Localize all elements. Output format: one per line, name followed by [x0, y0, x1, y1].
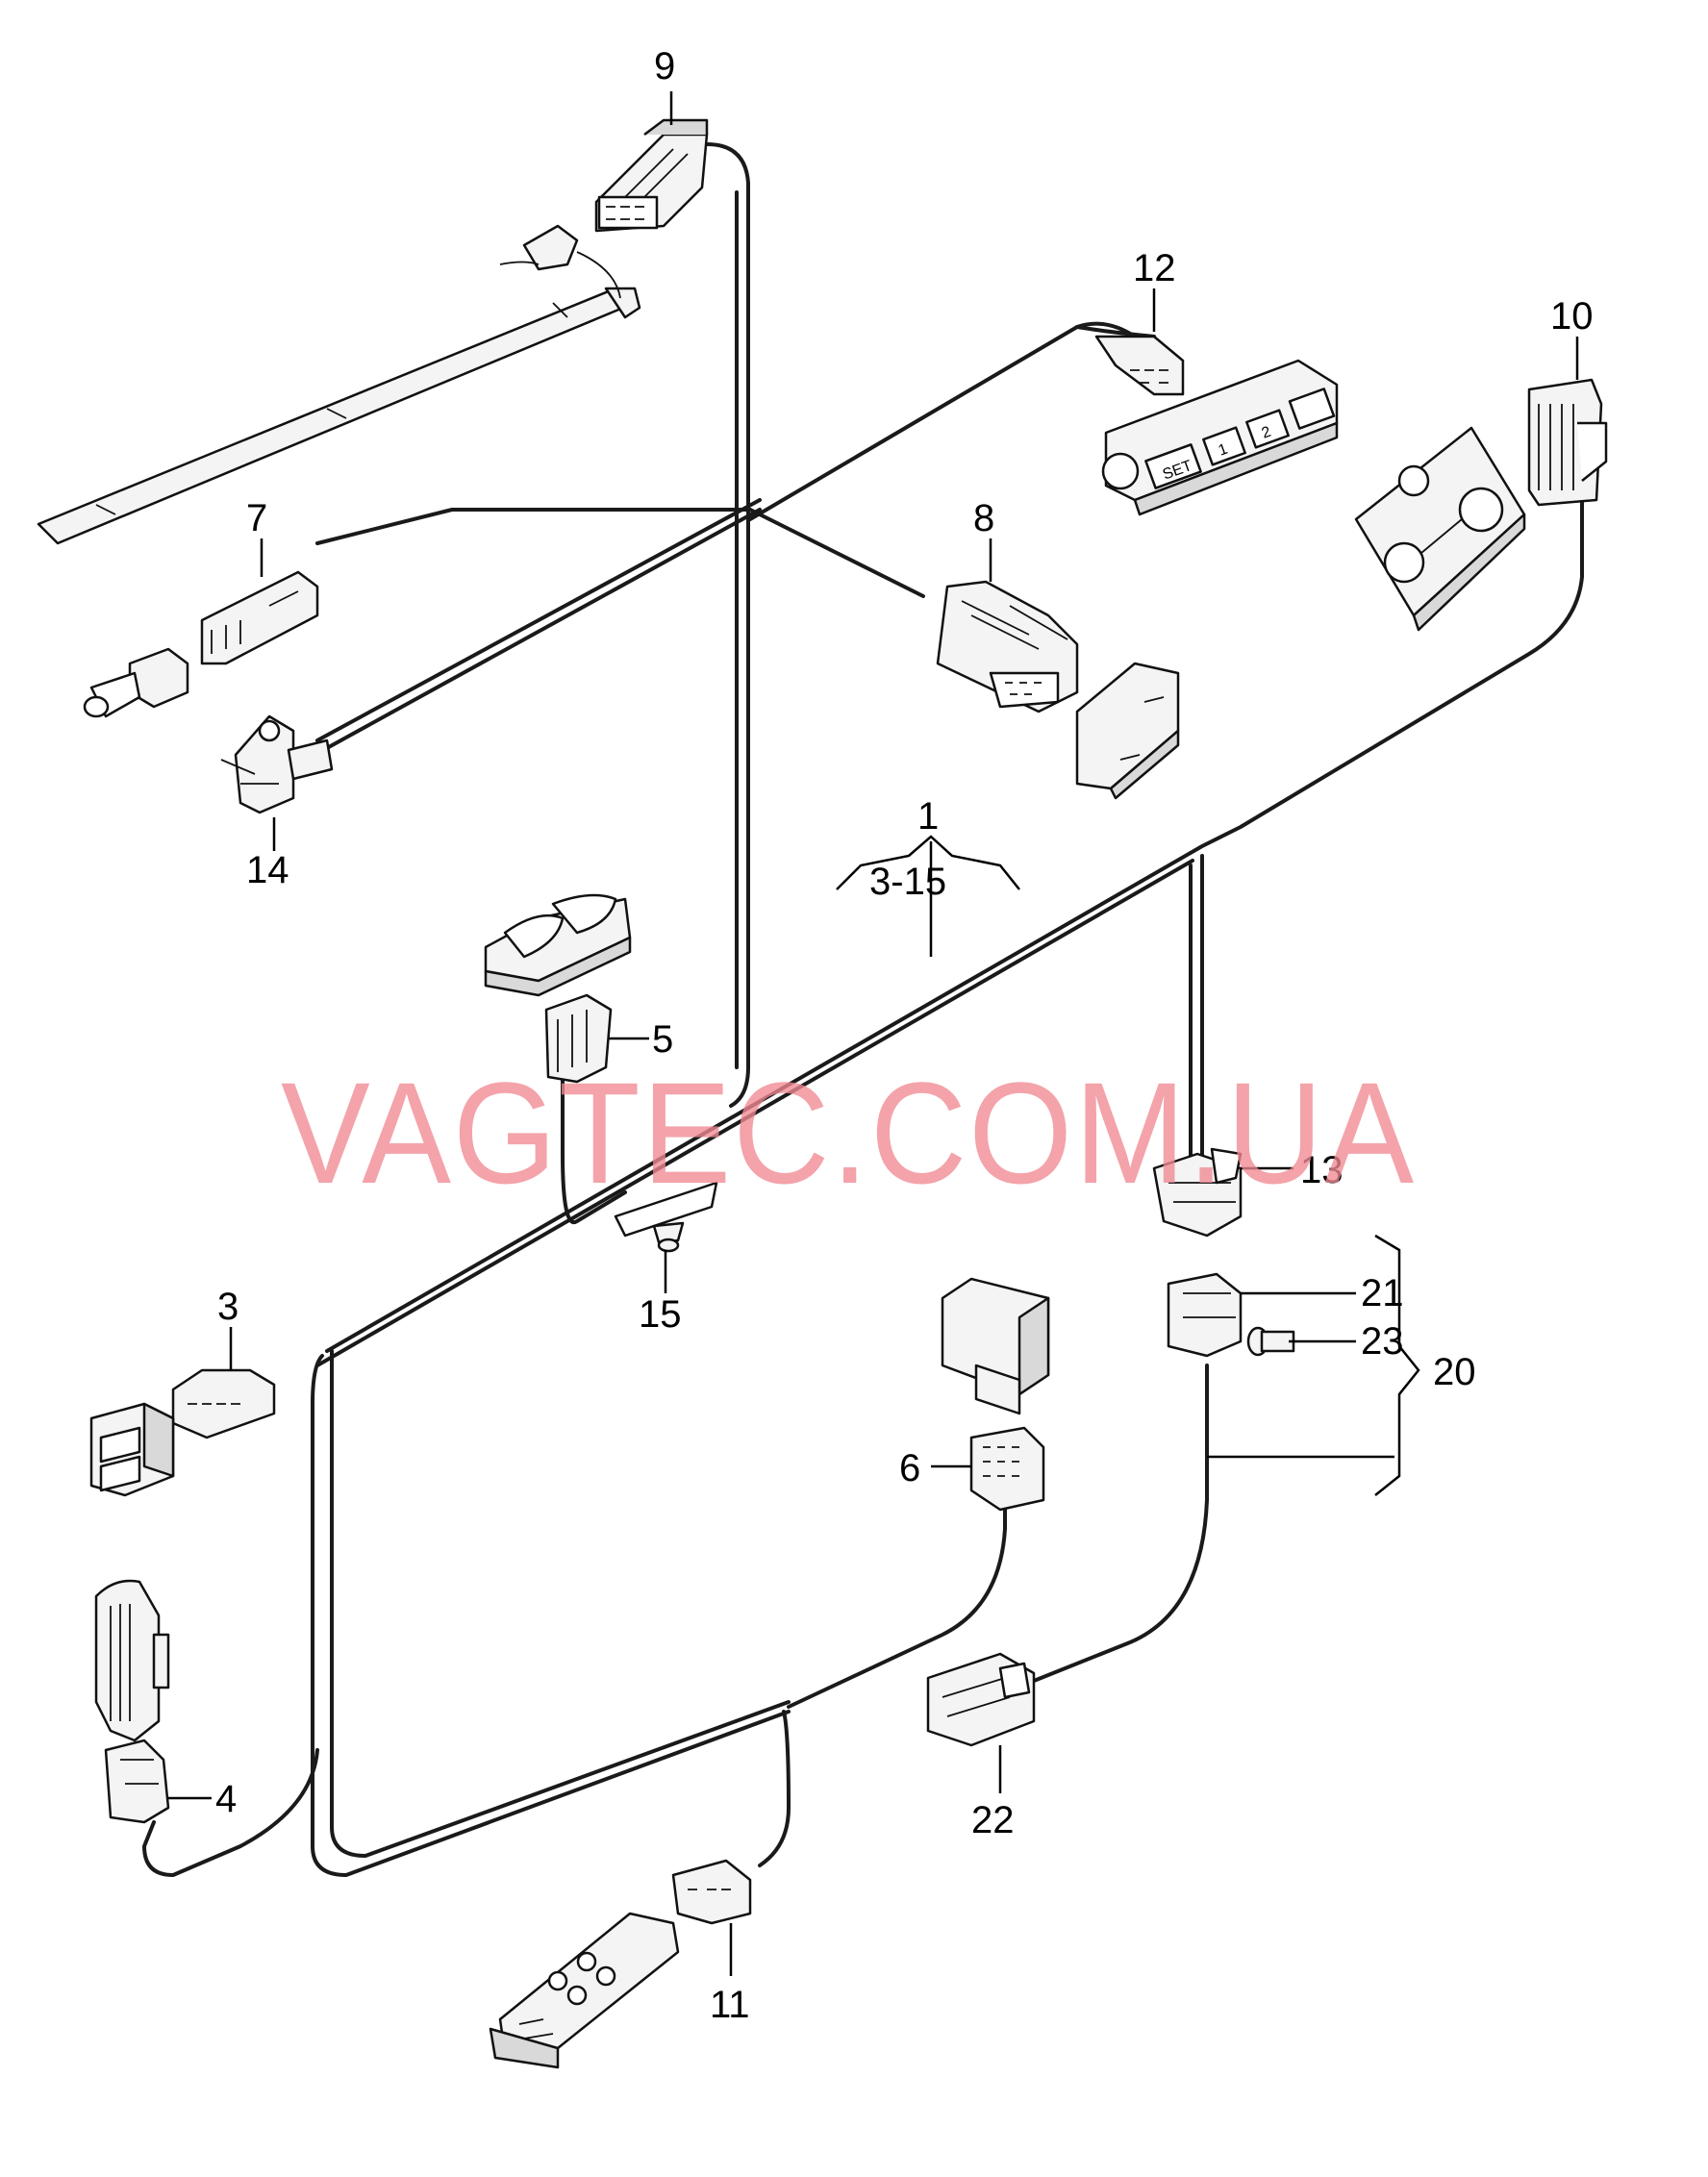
window-switch-3 — [89, 1402, 175, 1497]
window-switch-8 — [1075, 662, 1180, 800]
harness-wires — [142, 142, 1584, 1877]
callout-12: 12 — [1133, 247, 1176, 289]
connector-7 — [83, 570, 319, 718]
leader-lines — [168, 91, 1579, 1976]
callout-4: 4 — [215, 1778, 237, 1820]
connector-22 — [926, 1652, 1036, 1747]
control-module — [1354, 426, 1526, 632]
callout-5: 5 — [652, 1018, 673, 1061]
callout-14: 14 — [246, 849, 289, 891]
callout-labels: 9 12 10 7 8 1 3-15 14 5 13 15 3 21 23 20… — [215, 45, 1594, 2026]
watermark: VAGTEC.COM.UA — [281, 1052, 1416, 1214]
callout-11: 11 — [710, 1984, 750, 2026]
clip-15 — [614, 1181, 718, 1253]
callout-1: 1 — [917, 795, 939, 838]
callout-22: 22 — [971, 1799, 1015, 1841]
interior-lamp — [489, 1912, 680, 2069]
callout-1-range: 3-15 — [869, 861, 946, 903]
connector-21 — [1167, 1272, 1243, 1358]
connector-13 — [1152, 1147, 1243, 1238]
connector-6 — [969, 1426, 1045, 1512]
callout-7: 7 — [246, 497, 267, 539]
connector-5 — [544, 993, 613, 1084]
sensor-14 — [220, 714, 334, 814]
connector-9 — [594, 118, 709, 233]
window-switch-block-5 — [484, 893, 632, 997]
memory-switch-12: SET 1 2 — [1094, 335, 1339, 516]
callout-8: 8 — [973, 497, 994, 539]
callout-21: 21 — [1361, 1272, 1404, 1314]
callout-9: 9 — [654, 45, 675, 88]
connector-4 — [104, 1739, 170, 1824]
screw-23 — [1246, 1326, 1295, 1357]
seat-heat-switch — [94, 1579, 170, 1742]
relay-6 — [941, 1277, 1050, 1415]
sensor-rod — [37, 224, 641, 545]
connector-10 — [1527, 378, 1608, 507]
connector-8 — [936, 580, 1079, 713]
connector-11 — [671, 1859, 752, 1925]
callout-15: 15 — [639, 1293, 682, 1336]
callout-3: 3 — [217, 1286, 239, 1328]
callout-6: 6 — [899, 1447, 920, 1489]
callout-20: 20 — [1433, 1351, 1476, 1393]
callout-10: 10 — [1550, 295, 1594, 338]
connector-3 — [171, 1368, 276, 1439]
callout-23: 23 — [1361, 1320, 1404, 1363]
callout-13: 13 — [1300, 1149, 1344, 1191]
